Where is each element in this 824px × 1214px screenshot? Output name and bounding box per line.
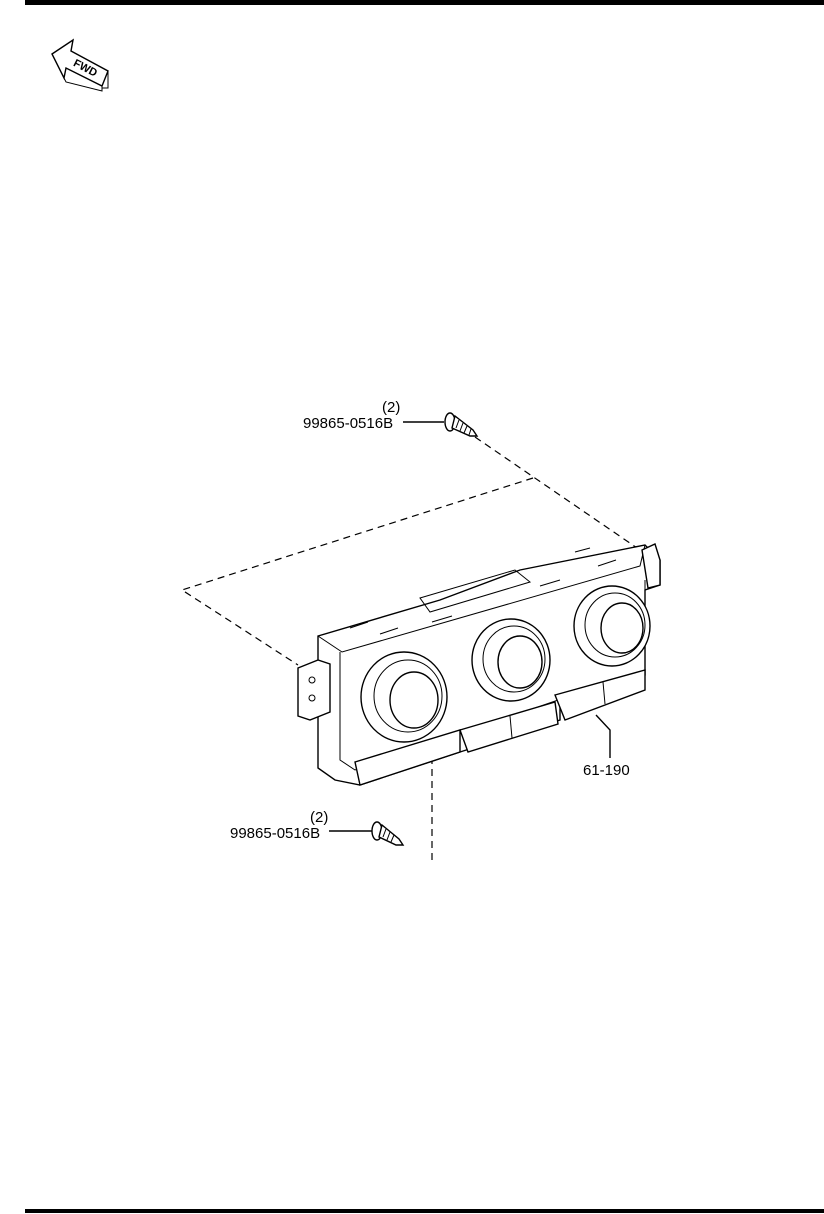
- screw-bottom-part-number: 99865-0516B: [230, 825, 320, 842]
- climate-control-panel-icon: [297, 543, 661, 786]
- screw-bottom-quantity: (2): [310, 809, 328, 826]
- screw-icon: [444, 412, 479, 437]
- screw-top-callout: (2) 99865-0516B: [303, 399, 444, 432]
- top-border: [25, 0, 824, 5]
- screw-bottom-callout: (2) 99865-0516B: [230, 809, 372, 842]
- left-knob: [360, 651, 448, 743]
- right-knob: [573, 585, 651, 667]
- screw-icon: [371, 821, 405, 846]
- assembly-line-rear: [180, 477, 534, 666]
- screw-top-part-number: 99865-0516B: [303, 415, 393, 432]
- assembly-line-top: [474, 436, 641, 551]
- forward-arrow-icon: FWD: [51, 38, 109, 92]
- screw-top-quantity: (2): [382, 399, 400, 416]
- bottom-border: [25, 1209, 824, 1213]
- control-unit-part-number: 61-190: [583, 762, 630, 779]
- control-unit-callout: 61-190: [583, 714, 630, 779]
- center-knob: [471, 618, 551, 702]
